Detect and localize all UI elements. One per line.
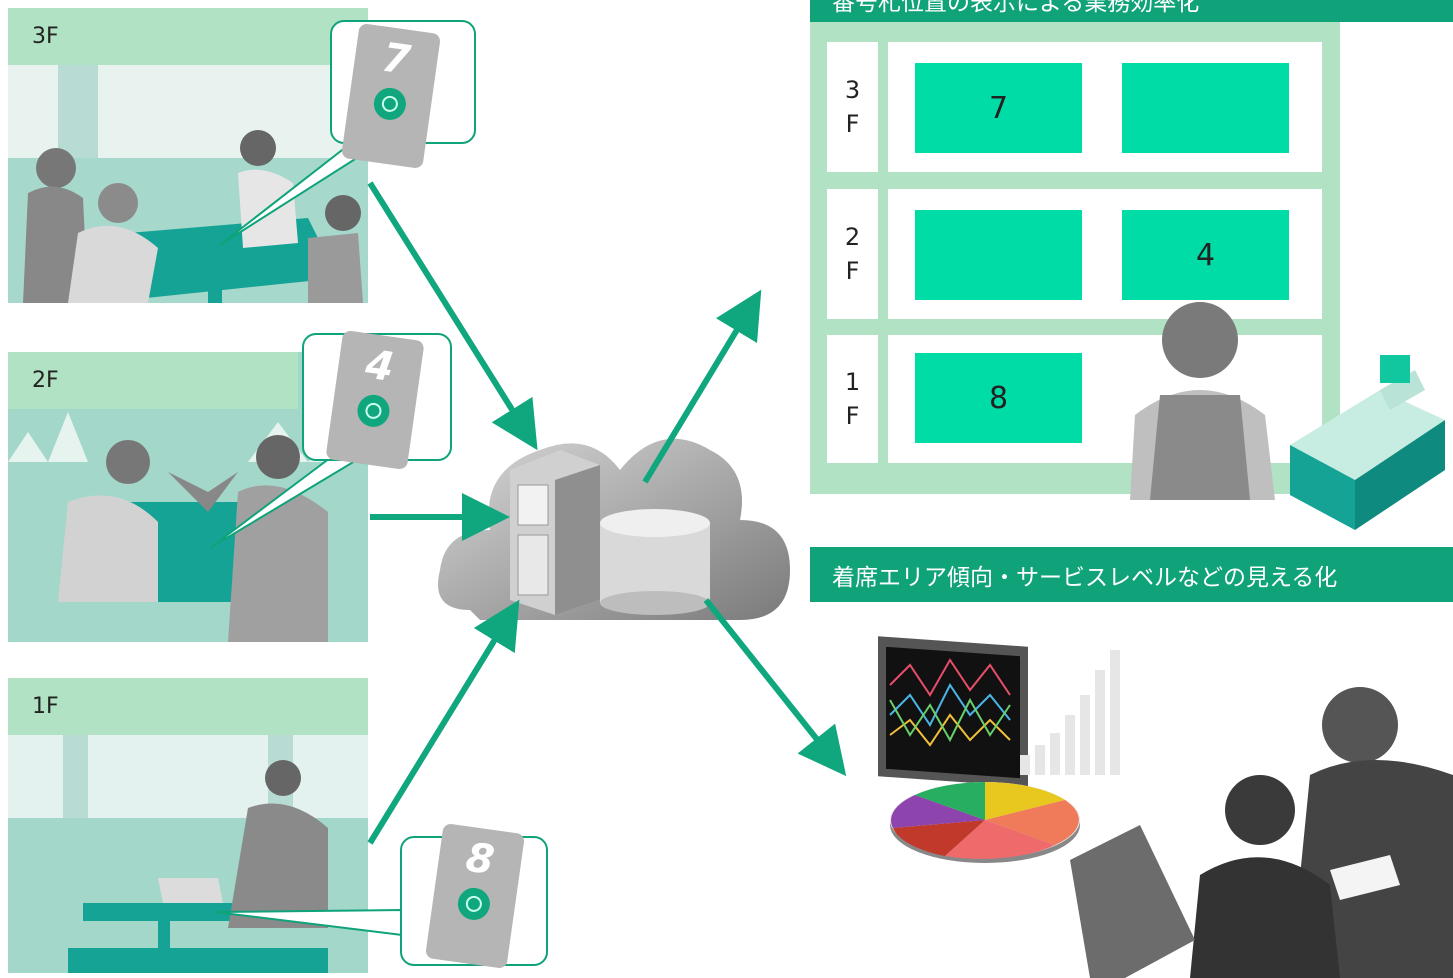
floor-label-text: 1F <box>32 694 59 719</box>
row-panel-1f: 8 <box>888 335 1322 463</box>
cash-register-icon <box>1290 355 1445 530</box>
row-label-1f: 1 F <box>827 335 878 463</box>
floor-label-3f: 3F <box>8 8 368 65</box>
row-label-3f: 3 F <box>827 42 878 172</box>
row-label-char: F <box>845 110 860 138</box>
analysts-illustration <box>1070 687 1453 978</box>
seat-box: 7 <box>915 63 1082 153</box>
seat-box: 8 <box>915 353 1082 443</box>
floor-label-1f: 1F <box>8 678 368 735</box>
floor-label-text: 3F <box>32 24 59 49</box>
pie-chart-icon <box>890 782 1080 863</box>
analytics-header: 着席エリア傾向・サービスレベルなどの見える化 <box>810 547 1453 602</box>
arrow-3f-to-cloud <box>367 181 538 451</box>
row-panel-2f: 4 <box>888 189 1322 319</box>
board-title: 番号札位置の表示による業務効率化 <box>832 0 1200 16</box>
seat-box <box>1122 63 1289 153</box>
seat-box: 4 <box>1122 210 1289 300</box>
seat-number: 8 <box>988 380 1009 416</box>
row-label-2f: 2 F <box>827 189 878 319</box>
monitor-chart-icon <box>878 636 1120 787</box>
number-tag-callout-1f: 8 <box>400 822 548 970</box>
server-icon <box>510 450 600 615</box>
row-label-char: 1 <box>844 368 861 396</box>
board-header: 番号札位置の表示による業務効率化 <box>810 0 1453 22</box>
number-tag-callout-3f: 7 <box>330 20 476 170</box>
seat-number: 7 <box>988 90 1009 126</box>
row-label-char: F <box>845 402 860 430</box>
floor-label-text: 2F <box>32 368 59 393</box>
analytics-title: 着席エリア傾向・サービスレベルなどの見える化 <box>832 564 1338 591</box>
arrow-1f-to-cloud <box>367 599 520 845</box>
floor-label-2f: 2F <box>8 352 298 409</box>
row-panel-3f: 7 <box>888 42 1322 172</box>
row-label-char: 2 <box>844 223 861 251</box>
number-tag-callout-2f: 4 <box>302 329 452 471</box>
row-label-char: F <box>845 257 860 285</box>
arrow-cloud-to-analytics <box>703 598 847 777</box>
seat-box <box>915 210 1082 300</box>
staff-with-register-illustration <box>1130 302 1445 530</box>
row-label-char: 3 <box>844 76 861 104</box>
arrow-cloud-to-board <box>642 289 762 484</box>
seat-board: 3 F 7 2 F 4 1 F 8 <box>810 22 1340 494</box>
seat-number: 4 <box>1195 237 1216 273</box>
database-icon <box>600 509 710 615</box>
